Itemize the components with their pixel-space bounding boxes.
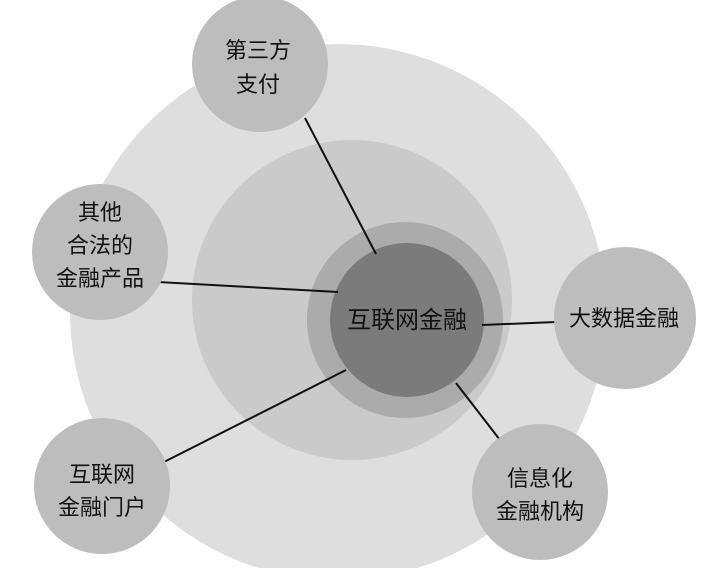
internet-finance-portal-label-line-1: 互联网 bbox=[69, 463, 135, 488]
info-finance-institutions-label-line-1: 信息化 bbox=[507, 467, 573, 492]
connector-third-party-payment bbox=[304, 117, 377, 255]
connector-big-data-finance bbox=[481, 321, 557, 326]
info-finance-institutions-label-line-2: 金融机构 bbox=[496, 500, 584, 525]
internet-finance-portal-label-line-2: 金融门户 bbox=[58, 496, 146, 521]
third-party-payment-label-line-1: 第三方 bbox=[225, 39, 291, 64]
third-party-payment-label-line-2: 支付 bbox=[236, 73, 280, 98]
core-circle bbox=[330, 243, 484, 397]
center-label: 互联网金融 bbox=[347, 306, 467, 334]
other-legal-products-label-line-1: 其他 bbox=[78, 201, 122, 226]
node-internet-finance-portal bbox=[34, 418, 170, 554]
connector-info-finance-institutions bbox=[455, 382, 501, 441]
node-other-legal-products bbox=[32, 184, 168, 320]
connector-internet-finance-portal bbox=[157, 369, 347, 466]
big-data-finance-label: 大数据金融 bbox=[569, 307, 679, 332]
node-info-finance-institutions bbox=[472, 424, 608, 560]
other-legal-products-label-line-3: 金融产品 bbox=[56, 267, 144, 292]
other-legal-products-label-line-2: 合法的 bbox=[67, 234, 133, 259]
connector-other-legal-products bbox=[157, 281, 339, 293]
node-third-party-payment bbox=[192, 0, 328, 132]
node-big-data-finance bbox=[554, 247, 696, 389]
